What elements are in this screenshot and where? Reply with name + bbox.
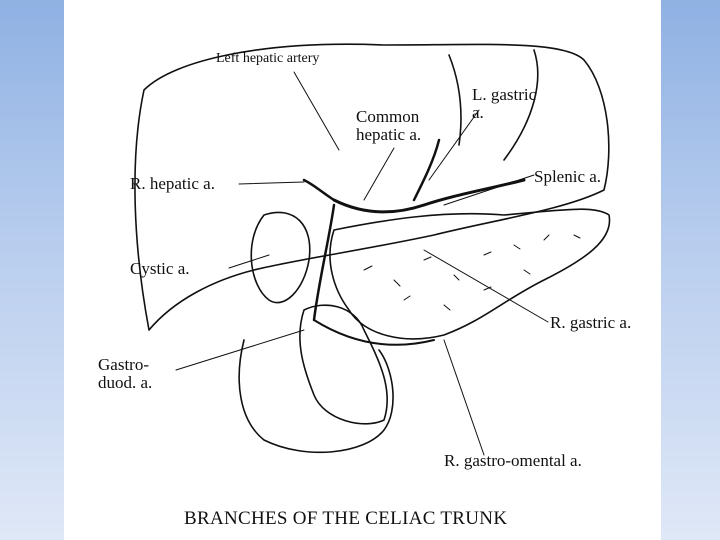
label-splenic: Splenic a. [534, 167, 602, 186]
gallbladder [250, 211, 311, 304]
gastroduodenal-artery [312, 203, 336, 322]
duodenum-outline [238, 339, 394, 454]
liver-lobe-line [448, 54, 462, 146]
leader-gastroduod [175, 329, 305, 371]
leader-left-hepatic [293, 71, 340, 151]
leader-r-hepatic [238, 181, 305, 185]
label-r-gastro-omental: R. gastro-omental a. [444, 451, 582, 470]
common-hepatic-artery [332, 198, 426, 214]
pancreas-outline [299, 304, 388, 425]
label-left-hepatic-artery: Left hepatic artery [216, 51, 320, 66]
left-gastric-artery [412, 138, 441, 202]
stomach-texture [363, 234, 581, 311]
celiac-trunk-illustration [134, 43, 611, 456]
label-common-hepatic: Common hepatic a. [356, 107, 422, 144]
figure-caption: BRANCHES OF THE CELIAC TRUNK [184, 508, 508, 529]
leader-cystic [228, 254, 270, 269]
right-gastro-omental-artery [313, 319, 435, 346]
leader-common-hepatic [363, 147, 395, 201]
label-l-gastric: L. gastric a. [472, 85, 537, 122]
leader-splenic [443, 174, 535, 206]
leader-l-gastric [428, 109, 480, 181]
splenic-artery [422, 178, 526, 207]
label-r-gastric: R. gastric a. [550, 313, 632, 332]
label-r-hepatic: R. hepatic a. [130, 174, 215, 193]
slide-panel: Left hepatic artery Common hepatic a. L.… [64, 0, 661, 540]
hepatic-artery-proper [302, 178, 336, 202]
liver-fissure [503, 49, 539, 161]
leader-r-gastric [423, 249, 549, 323]
leader-r-gastro-omental [443, 339, 485, 456]
label-gastroduod: Gastro- duod. a. [98, 355, 153, 392]
label-cystic: Cystic a. [130, 259, 190, 278]
